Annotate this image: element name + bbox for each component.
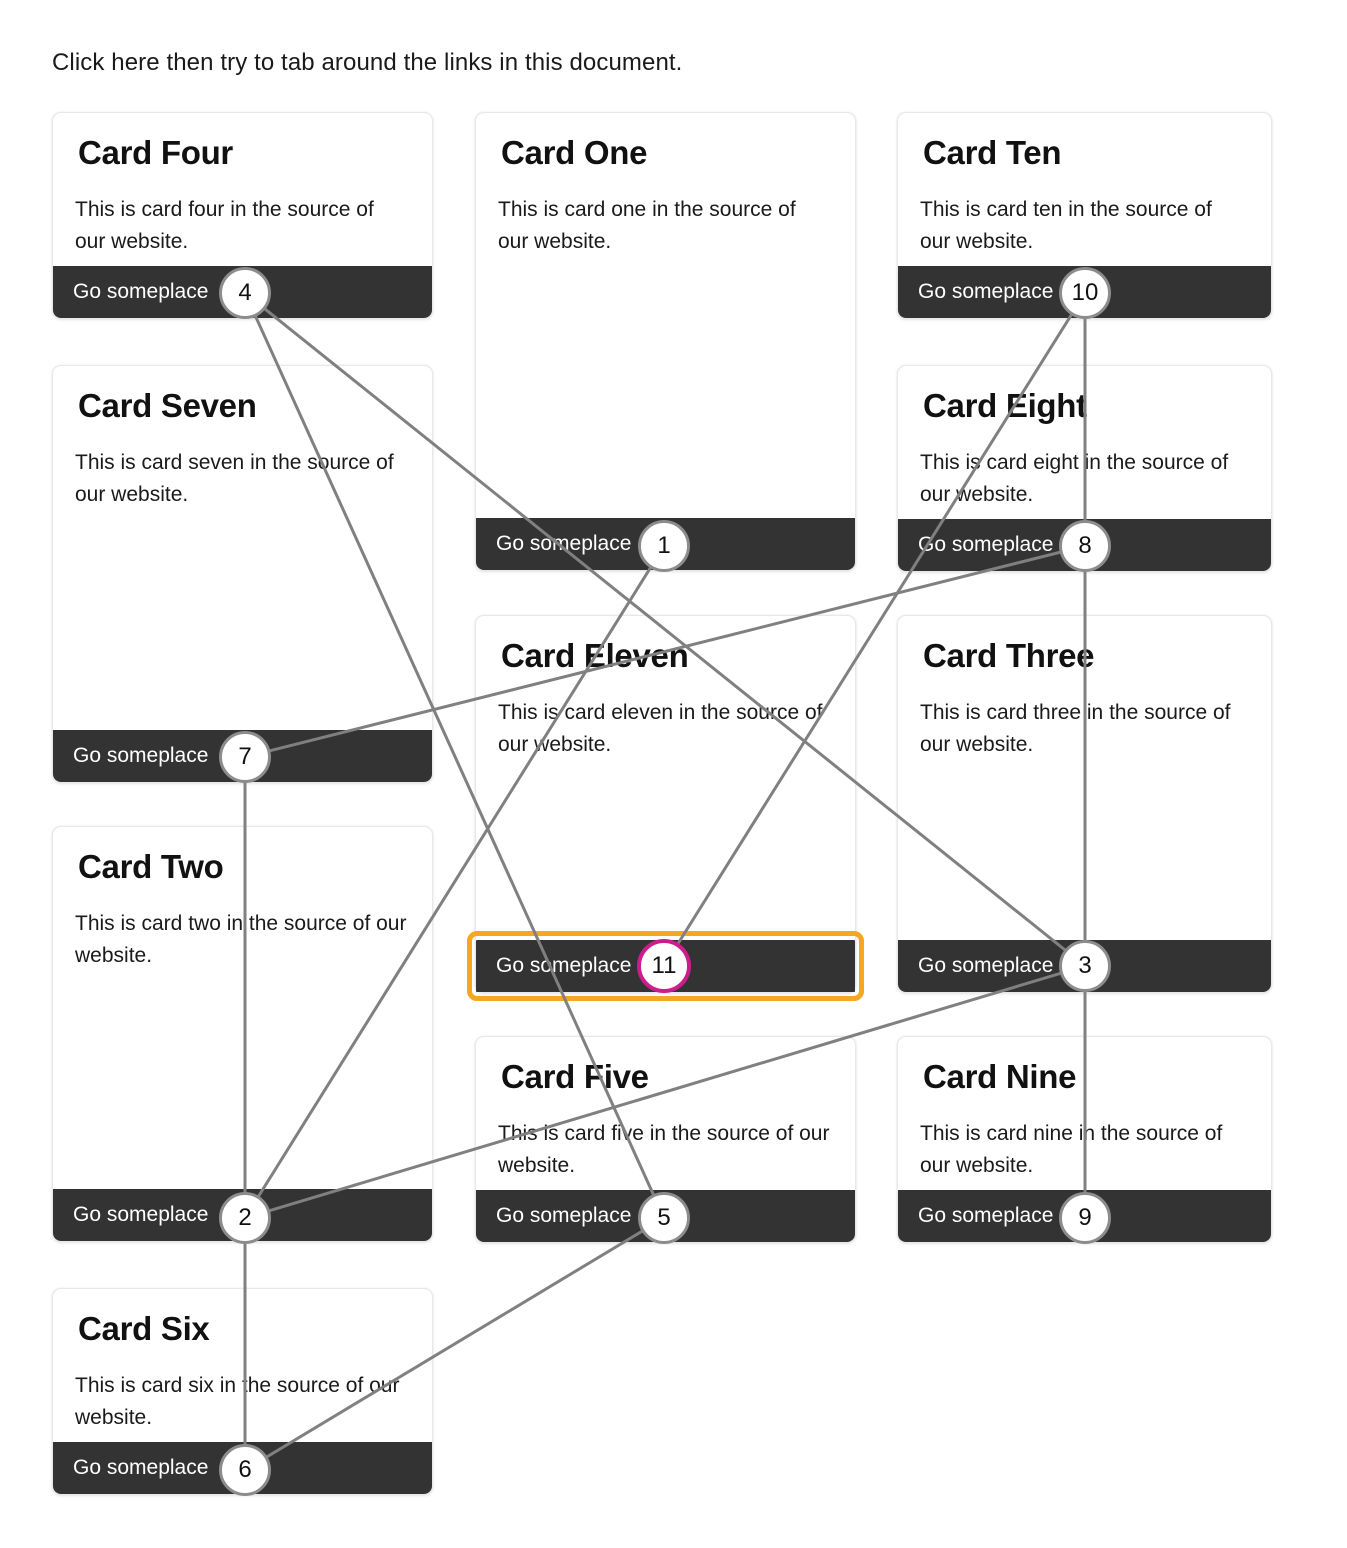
tab-order-badge-7: 7 [219,731,271,783]
card-title: Card Four [78,134,233,171]
tab-order-badge-6: 6 [219,1444,271,1496]
card-body: This is card six in the source of our we… [75,1373,400,1429]
tab-order-badge-5: 5 [638,1192,690,1244]
card-title: Card Six [78,1310,210,1347]
tab-order-badge-9: 9 [1059,1192,1111,1244]
card-body: This is card four in the source of our w… [75,197,374,253]
card-body: This is card ten in the source of our we… [920,197,1212,253]
card-title: Card Ten [923,134,1062,171]
card-one: Card One This is card one in the source … [475,112,856,571]
card-title: Card Seven [78,387,257,424]
card-title: Card One [501,134,648,171]
card-two: Card Two This is card two in the source … [52,826,433,1242]
tab-order-badge-11: 11 [637,939,691,993]
card-body: This is card seven in the source of our … [75,450,394,506]
card-title: Card Two [78,848,224,885]
tab-order-badge-8: 8 [1059,520,1111,572]
card-eleven: Card Eleven This is card eleven in the s… [467,615,864,1002]
card-body: This is card two in the source of our we… [75,911,407,967]
card-title: Card Nine [923,1058,1077,1095]
card-title: Card Eight [923,387,1087,424]
card-title: Card Three [923,637,1095,674]
card-body: This is card nine in the source of our w… [920,1121,1223,1177]
card-body: This is card five in the source of our w… [498,1121,830,1177]
card-body: This is card three in the source of our … [920,700,1231,756]
card-body: This is card one in the source of our we… [498,197,796,253]
tab-order-badge-1: 1 [638,520,690,572]
tab-order-badge-2: 2 [219,1192,271,1244]
tab-order-badge-10: 10 [1059,267,1111,319]
card-body: This is card eight in the source of our … [920,450,1229,506]
card-title: Card Five [501,1058,649,1095]
tab-order-badge-4: 4 [219,267,271,319]
card-body: This is card eleven in the source of our… [498,700,823,756]
intro-text: Click here then try to tab around the li… [52,49,683,76]
card-three: Card Three This is card three in the sou… [897,615,1272,993]
tab-order-badge-3: 3 [1059,940,1111,992]
card-seven: Card Seven This is card seven in the sou… [52,365,433,783]
card-title: Card Eleven [501,637,689,674]
